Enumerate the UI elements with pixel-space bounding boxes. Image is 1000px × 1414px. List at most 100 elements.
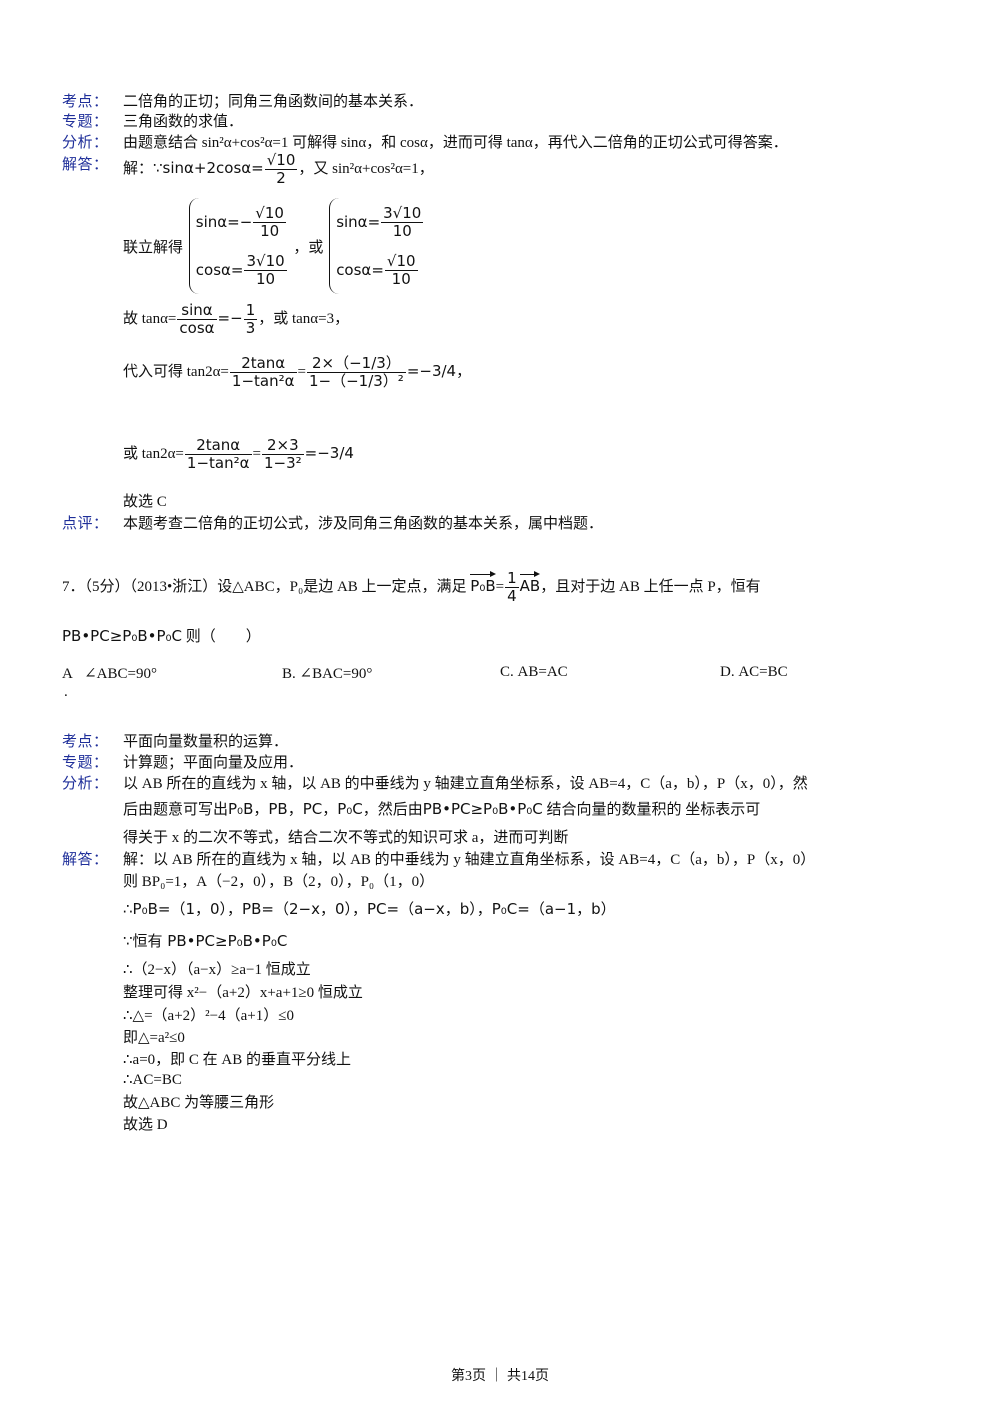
q7-fenxi-2c: ，然后由: [362, 802, 423, 818]
q6-huo: ，或: [293, 239, 324, 256]
q7-frac-num: 1: [505, 569, 519, 589]
q7-jie-5: ∴（2−x）（a−x）≥a−1 恒成立: [123, 962, 311, 978]
q7-fenxi-2b: P₀B，PB，PC，P₀C: [228, 800, 363, 818]
q7-jie-6: 整理可得 x²−（a+2）x+a+1≥0 恒成立: [123, 985, 363, 1001]
option-b-text: ∠BAC=90°: [299, 666, 373, 682]
q7-frac-den: 4: [507, 587, 517, 606]
q7-fenxi-1: 以 AB 所在的直线为 x 轴，以 AB 的中垂线为 y 轴建立直角坐标系，设 …: [123, 776, 808, 792]
option-d[interactable]: D. AC=BC: [720, 664, 788, 681]
label-kaodian-q7: 考点：: [62, 734, 109, 750]
f4-num: 2×3: [261, 436, 304, 456]
f4-den: 1−3²: [263, 454, 302, 473]
q7-jie-2: 则 BP₀=1，A（−2，0），B（2，0），P₀（1，0）: [123, 874, 435, 890]
q7-stem-a: 7．（5分）（2013•浙江）设△ABC，P₀是边 AB 上一定点，满足: [62, 579, 467, 596]
sys1-cos-label: cosα=: [195, 261, 244, 279]
option-c[interactable]: C. AB=AC: [500, 664, 568, 681]
q6-daiyu: 代入可得 tan2α=: [123, 364, 229, 381]
q7-jie-1: 解：以 AB 所在的直线为 x 轴，以 AB 的中垂线为 y 轴建立直角坐标系，…: [123, 852, 816, 868]
f2-den: 1−（−1/3）²: [308, 372, 404, 391]
sys2-sin-den: 10: [392, 222, 412, 240]
q7-stem-eq: =: [495, 579, 505, 596]
sys2-sin-label: sinα=: [336, 213, 381, 231]
q7-cond-tail: 则（ ）: [185, 629, 261, 645]
option-d-text: AC=BC: [738, 664, 788, 680]
q7-fenxi-2e: 结合向量的数量积的 坐标表示可: [546, 802, 761, 818]
res2: =−3/4: [304, 444, 354, 463]
gu-or: ，或 tanα=3，: [258, 311, 350, 328]
q7-stem-b: ，且对于边 AB 上任一点 P，恒有: [540, 579, 761, 596]
f3-den: 1−tan²α: [186, 454, 250, 473]
label-jieda-q7: 解答：: [62, 852, 109, 868]
q6-lianli: 联立解得: [123, 239, 184, 256]
q7-stem-vec: P₀B: [470, 571, 497, 596]
q6-gu-tan: 故 tanα=: [123, 311, 177, 328]
sys1-sin-num: √10: [253, 203, 286, 223]
q6-zhuanti: 三角函数的求值．: [123, 114, 244, 130]
q7-jie-9: ∴a=0，即 C 在 AB 的垂直平分线上: [123, 1052, 352, 1068]
sys1-sin-label: sinα=−: [195, 213, 253, 231]
q7-stem-ab: AB: [519, 571, 541, 596]
q7-fenxi-2: 后由题意可写出P₀B，PB，PC，P₀C，然后由PB•PC≥P₀B•P₀C 结合…: [123, 798, 760, 819]
page-footer: 第3页 ｜ 共14页: [451, 1369, 549, 1384]
label-dianping: 点评：: [62, 516, 109, 532]
f3-num: 2tanα: [184, 436, 252, 456]
q7-jie-10: ∴AC=BC: [123, 1072, 182, 1088]
frac-den: 2: [276, 169, 286, 188]
q6-jie-you: ，又 sin²α+cos²α=1，: [298, 161, 434, 178]
option-a[interactable]: A ∠ABC=90°: [62, 664, 157, 683]
q6-huo-tan: 或 tan2α=: [123, 446, 184, 463]
res1: =−3/4，: [406, 362, 472, 381]
q7-jie-12: 故选 D: [123, 1117, 168, 1133]
q7-jie-7: ∴△=（a+2）²−4（a+1）≤0: [123, 1008, 294, 1024]
f1-den: 1−tan²α: [231, 372, 295, 391]
gu-frac-den: cosα: [179, 319, 215, 338]
sys2-cos-den: 10: [391, 270, 411, 288]
q7-zhuanti: 计算题；平面向量及应用．: [123, 755, 304, 771]
frac-num: √10: [264, 151, 298, 171]
label-fenxi-q7: 分析：: [62, 776, 109, 792]
sys1-cos-den: 10: [256, 270, 276, 288]
q6-kaodian: 二倍角的正切；同角三角函数间的基本关系．: [123, 94, 424, 110]
q7-jie-3: ∴P₀B=（1，0），PB=（2−x，0），PC=（a−x，b），P₀C=（a−…: [123, 900, 616, 918]
option-b-letter: B.: [282, 666, 296, 682]
sys2-cos-num: √10: [384, 251, 418, 271]
f2-num: 2×（−1/3）: [306, 354, 406, 374]
q6-guxuan: 故选 C: [123, 494, 167, 510]
option-c-text: AB=AC: [517, 664, 568, 680]
q7-fenxi-2d: PB•PC≥P₀B•P₀C: [422, 800, 543, 818]
q6-dianping: 本题考查二倍角的正切公式，涉及同角三角函数的基本关系，属中档题．: [123, 516, 604, 532]
sys2-cos-label: cosα=: [336, 261, 384, 279]
f1-num: 2tanα: [229, 354, 297, 374]
q7-jie-4: ∵恒有 PB•PC≥P₀B•P₀C: [123, 932, 288, 950]
gu-eq: =−: [217, 309, 243, 328]
q7-fenxi-3: 得关于 x 的二次不等式，结合二次不等式的知识可求 a，进而可判断: [123, 830, 569, 846]
q7-kaodian: 平面向量数量积的运算．: [123, 734, 289, 750]
gu-frac-num: sinα: [177, 301, 217, 321]
q6-fenxi: 由题意结合 sin²α+cos²α=1 可解得 sinα，和 cosα，进而可得…: [123, 135, 788, 151]
label-kaodian: 考点：: [62, 94, 109, 110]
q7-jie-11: 故△ABC 为等腰三角形: [123, 1095, 275, 1111]
sys1-cos-num: 3√10: [244, 251, 287, 271]
option-b[interactable]: B. ∠BAC=90°: [282, 664, 372, 683]
sys1-sin-den: 10: [260, 222, 280, 240]
option-d-letter: D.: [720, 664, 735, 680]
q7-condition: PB•PC≥P₀B•P₀C 则（ ）: [62, 625, 261, 646]
q7-jie-8: 即△=a²≤0: [123, 1030, 185, 1046]
q7-fenxi-2a: 后由题意可写出: [123, 802, 229, 818]
gu-val-den: 3: [245, 319, 256, 338]
label-fenxi: 分析：: [62, 135, 109, 151]
option-c-letter: C.: [500, 664, 514, 680]
option-a-text: ∠ABC=90°: [84, 666, 157, 682]
q6-jie-intro: 解：∵sinα+2cosα=: [123, 159, 264, 178]
option-dot: .: [64, 684, 68, 700]
label-jieda: 解答：: [62, 157, 109, 173]
option-a-letter: A: [62, 666, 73, 682]
